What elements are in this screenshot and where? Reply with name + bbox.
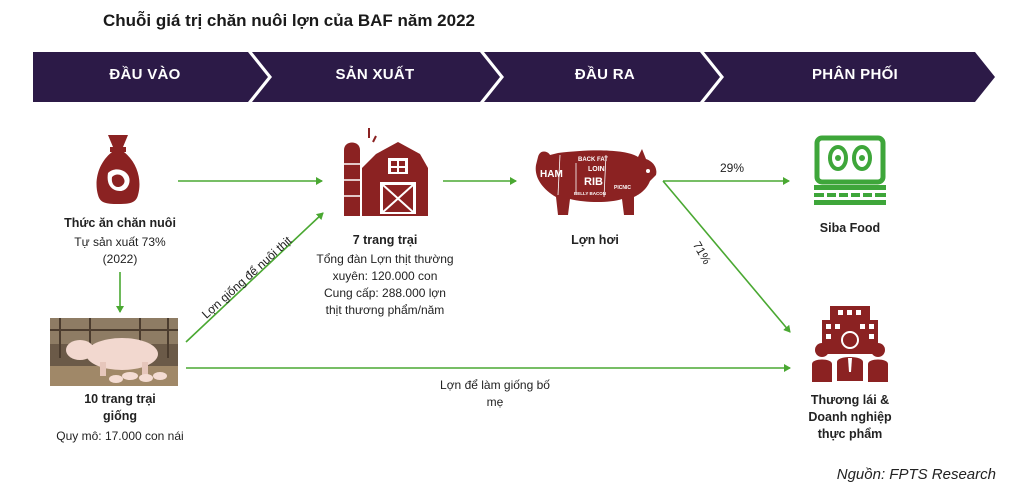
breeding-scale: Quy mô: 17.000 con nái (56, 429, 184, 443)
feed-year: (2022) (102, 252, 138, 266)
stage-label-input: ĐẦU VÀO (109, 66, 181, 83)
traders-line2: Doanh nghiệp (808, 410, 892, 424)
breeding-name-line2: giống (102, 409, 137, 423)
feed-bag-icon (96, 135, 140, 204)
breeding-name-line1: 10 trang trại (84, 392, 156, 406)
stage-label-output: ĐẦU RA (574, 66, 636, 83)
farms-line3: Cung cấp: 288.000 lợn (324, 286, 446, 300)
label-breeding-stock-line2: mẹ (486, 395, 504, 409)
traders-line1: Thương lái & (810, 393, 890, 407)
barn-icon (344, 128, 428, 216)
source-note: Nguồn: FPTS Research (836, 466, 996, 483)
cut-loin: LOIN (588, 166, 605, 173)
feed-name: Thức ăn chăn nuôi (64, 216, 176, 230)
breeding-sow-photo (50, 318, 178, 386)
pig-cuts-icon: BACK FAT HAM LOIN RIB PICNIC BELLY BACON (535, 149, 657, 215)
stage-chevron-1 (33, 52, 268, 102)
feed-self-produced: Tự sản xuất 73% (74, 235, 166, 249)
cut-back-fat: BACK FAT (578, 157, 608, 163)
farms-name: 7 trang trại (352, 233, 418, 247)
cut-rib: RIB (584, 176, 603, 188)
stage-banner (33, 52, 995, 102)
label-pct-siba: 29% (719, 161, 745, 175)
stage-label-production: SẢN XUẤT (335, 66, 415, 83)
page-title: Chuỗi giá trị chăn nuôi lợn của BAF năm … (103, 11, 475, 30)
stage-chevron-4 (704, 52, 995, 102)
siba-name: Siba Food (819, 221, 881, 235)
farms-line4: thịt thương phẩm/năm (325, 303, 445, 317)
label-breeding-stock-line1: Lợn để làm giống bố (440, 378, 550, 392)
business-people-icon (812, 306, 888, 382)
farms-line2: xuyên: 120.000 con (332, 269, 438, 283)
cut-ham: HAM (540, 169, 563, 180)
arrow-breeding-to-farms (185, 212, 324, 343)
pig-name: Lợn hơi (571, 233, 619, 247)
traders-line3: thực phẩm (817, 427, 883, 441)
cut-picnic: PICNIC (614, 185, 631, 191)
cut-belly-bacon: BELLY BACON (574, 191, 606, 196)
stage-label-distribution: PHÂN PHỐI (811, 66, 899, 83)
stage-chevron-2 (252, 52, 500, 102)
arrow-pig-to-traders (662, 180, 791, 333)
stage-chevron-3 (484, 52, 720, 102)
farms-line1: Tổng đàn Lợn thịt thường (316, 252, 454, 266)
meat-tray-icon (814, 135, 886, 205)
